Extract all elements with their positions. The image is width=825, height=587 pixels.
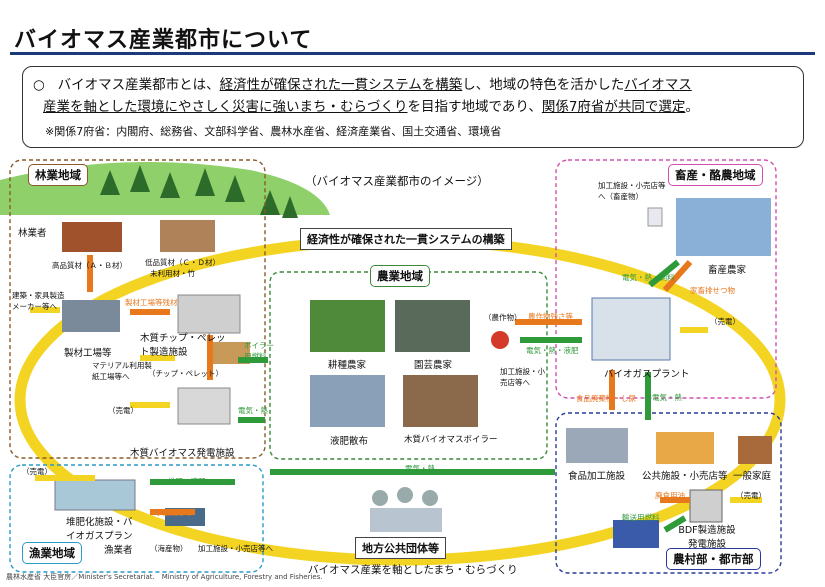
- furniture-label: 建築・家具製造メーカー等へ: [12, 291, 65, 311]
- fishery-power-sale: （売電）: [22, 467, 52, 476]
- biogas-pic: [591, 297, 671, 361]
- boiler-fuel-label: ボイラー用燃料: [244, 341, 274, 361]
- intro-text: バイオマス産業都市とは、: [57, 77, 220, 93]
- intro-text: 。: [685, 99, 699, 115]
- footer-credit: 農林水産省 大臣官房／Minister's Secretariat. Minis…: [6, 573, 323, 581]
- field-pic: [310, 300, 385, 352]
- fisher-label: 漁業者: [104, 545, 133, 556]
- crop-residue-label: 農作物残さ等: [528, 312, 573, 321]
- center-system-label: 経済性が確保された一貫システムの構築: [300, 228, 512, 250]
- compost-liquid-label: 堆肥・液肥: [168, 477, 206, 486]
- used-oil-label: 廃食用油: [655, 491, 685, 500]
- person-icon: [397, 487, 413, 503]
- intro-line-1: ○ バイオマス産業都市とは、経済性が確保された一貫システムを構築し、地域の特色を…: [33, 75, 692, 95]
- urban-region-border: [555, 412, 782, 574]
- sawmill-label: 製材工場等: [64, 348, 112, 359]
- greenhouse-pic: [395, 300, 470, 352]
- food-plant-pic: [566, 428, 628, 463]
- intro-text: し、地域の特色を活かした: [462, 77, 625, 93]
- tomato-pic: [491, 331, 509, 349]
- people-pic: [370, 508, 442, 532]
- flow-arrows: [30, 255, 762, 533]
- livestock-processing-label: 加工施設・小売店等へ（畜産物）: [598, 181, 666, 201]
- person-icon: [372, 490, 388, 506]
- seafood-label: （海産物）: [150, 544, 188, 553]
- farm-pic: [676, 198, 771, 256]
- forestry-power-sale: （売電）: [108, 406, 138, 415]
- manure-label: 家畜排せつ物: [690, 286, 735, 295]
- forester-label: 林業者: [18, 228, 47, 239]
- food-waste-label: 食品廃棄物・し尿: [576, 394, 636, 403]
- urban-tag: 農村部・都市部: [666, 548, 761, 570]
- chip-plant-label: 木質チップ・ペレット製造施設: [140, 333, 226, 358]
- horti-farmer-label: 園芸農家: [414, 360, 453, 371]
- intro-box: ○ バイオマス産業都市とは、経済性が確保された一貫システムを構築し、地域の特色を…: [22, 66, 804, 148]
- boiler-pic: [403, 375, 478, 427]
- intro-underline-4: 関係7府省が共同で選定: [541, 99, 686, 115]
- livestock-region-border: [555, 159, 777, 399]
- bdf-label: BDF製造施設発電施設: [678, 525, 736, 550]
- milk-pic: [647, 207, 663, 227]
- title-rule: [10, 52, 815, 55]
- trees: [100, 165, 298, 218]
- fishery-tag: 漁業地域: [22, 542, 82, 564]
- bdf-pic: [689, 489, 723, 523]
- fishery-region-border: [9, 464, 264, 573]
- bottom-caption: バイオマス産業を軸としたまち・むらづくり: [308, 564, 518, 576]
- person-icon: [422, 490, 438, 506]
- low-wood-label: 低品質材（Ｃ・Ｄ材）: [145, 258, 220, 267]
- urban-power-heat: 電気・熱: [652, 393, 682, 402]
- power-heat-feed-label: 電気・熱・飼料: [622, 273, 675, 282]
- fish-residue-label: 水産残さ等: [155, 508, 193, 517]
- compost-plant-pic: [54, 479, 136, 511]
- forestry-region-border: [9, 159, 266, 459]
- material-use-label: マテリアル利用製紙工場等へ: [92, 361, 152, 381]
- transport-fuel-label: 輸送用燃料: [622, 513, 660, 522]
- local-gov-label: 地方公共団体等: [355, 537, 446, 559]
- livestock-farmer-label: 畜産農家: [708, 265, 747, 276]
- intro-note: ※関係7府省：内閣府、総務省、文部科学省、農林水産省、経済産業省、国土交通省、環…: [45, 125, 502, 138]
- agri-processing-label: 加工施設・小売店等へ: [500, 367, 545, 387]
- wood-power-label: 木質バイオマス発電施設: [130, 448, 235, 459]
- public-pic: [656, 432, 714, 464]
- intro-underline-3: 産業を軸とした環境にやさしく災害に強いまち・むらづくり: [43, 99, 408, 115]
- crops-label: （農作物）: [484, 313, 522, 322]
- forestry-tag: 林業地域: [28, 164, 88, 186]
- intro-line-2: 産業を軸とした環境にやさしく災害に強いまち・むらづくりを目指す地域であり、関係7…: [43, 97, 699, 117]
- livestock-tag: 畜産・酪農地域: [668, 164, 763, 186]
- urban-power-sale: （売電）: [736, 491, 766, 500]
- fishery-processing-label: 加工施設・小売店等へ: [198, 544, 273, 553]
- livestock-power-sale: （売電）: [710, 317, 740, 326]
- logs-high-pic: [62, 222, 122, 252]
- intro-text: を目指す地域であり、: [407, 99, 542, 115]
- image-caption: （バイオマス産業都市のイメージ）: [305, 174, 489, 188]
- truck-pic: [613, 520, 659, 548]
- logs-low-pic: [160, 220, 215, 252]
- agriculture-tag: 農業地域: [370, 265, 430, 287]
- page-title: バイオマス産業都市について: [14, 28, 313, 53]
- forestry-power-heat: 電気・熱: [238, 406, 268, 415]
- wood-power-pic: [177, 387, 231, 425]
- intro-underline-1: 経済性が確保された一貫システムを構築: [219, 77, 463, 93]
- tractor-pic: [310, 375, 385, 427]
- power-heat-liquid-label: 電気・熱・液肥: [526, 346, 579, 355]
- unused-wood-label: 未利用材・竹: [150, 269, 195, 278]
- liquid-fert-label: 液肥散布: [330, 436, 369, 447]
- sawmill-pic: [62, 300, 120, 332]
- chip-plant-pic: [177, 294, 241, 334]
- household-label: 一般家庭: [733, 471, 772, 482]
- lumber-waste-label: 製材工場等残材: [125, 298, 178, 307]
- crop-farmer-label: 耕種農家: [328, 360, 367, 371]
- wood-boiler-label: 木質バイオマスボイラー: [404, 435, 498, 445]
- high-wood-label: 高品質材（Ａ・Ｂ材）: [52, 261, 127, 270]
- intro-bullet: ○: [33, 77, 45, 93]
- food-plant-label: 食品加工施設: [568, 471, 626, 482]
- urban-power-heat-2: 電気・熱: [405, 464, 435, 473]
- house-pic: [738, 436, 772, 464]
- chip-pellet-label: （チップ・ペレット）: [148, 369, 223, 378]
- biogas-label: バイオガスプラント: [604, 369, 690, 380]
- intro-underline-2: バイオマス: [624, 77, 692, 93]
- public-facility-label: 公共施設・小売店等: [642, 471, 728, 482]
